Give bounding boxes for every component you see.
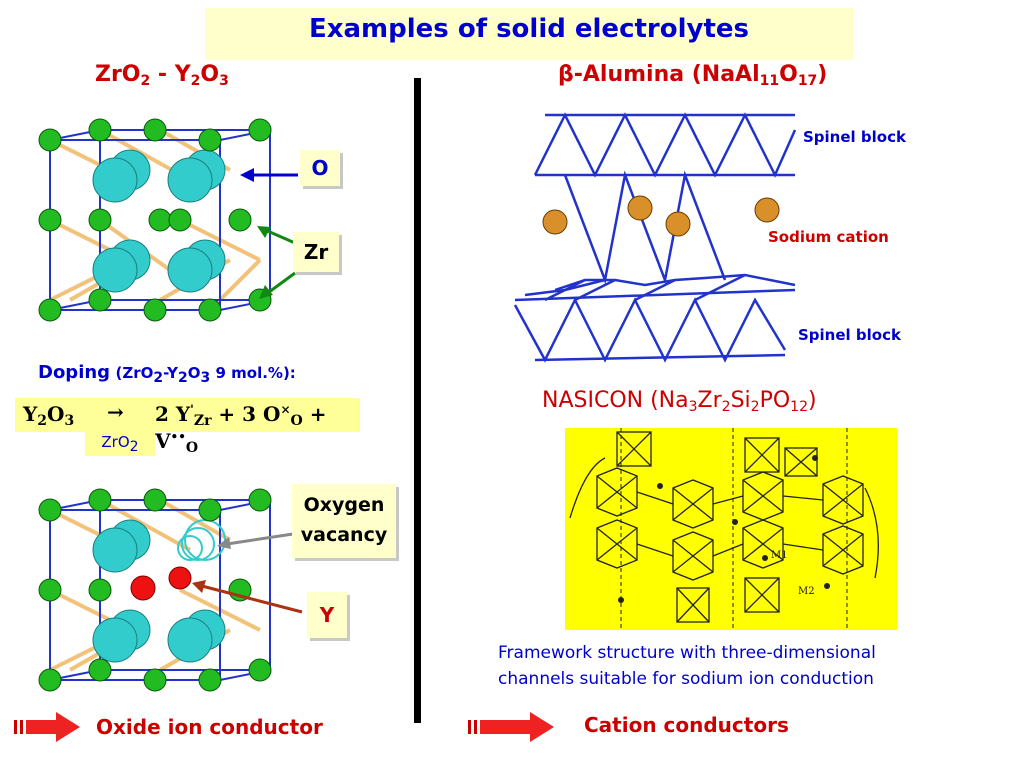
right-footer-text: Cation conductors (584, 713, 789, 737)
left-heading: ZrO2 - Y2O3 (95, 62, 229, 89)
nasicon-framework-diagram: M1 M2 (565, 428, 897, 630)
vacancy-pointer-arrow (217, 532, 294, 549)
nasicon-label-m1: M1 (771, 550, 788, 561)
right-heading: β-Alumina (NaAl11O17) (558, 62, 828, 89)
nasicon-caption: Framework structure with three-dimension… (498, 643, 876, 689)
label-spinel-block-top: Spinel block (803, 128, 906, 146)
doped-crystal-diagram (38, 488, 272, 692)
page-title: Examples of solid electrolytes (308, 14, 749, 44)
doping-line: Doping (ZrO2-Y2O3 9 mol.%): (38, 362, 296, 386)
oxygen-pointer-arrow (240, 168, 298, 182)
yttrium-pointer-arrow (192, 580, 303, 614)
zro2-crystal-diagram (38, 118, 272, 322)
zirconium-pointer-arrows (257, 226, 296, 299)
label-o: O (300, 150, 340, 186)
beta-alumina-diagram (513, 112, 797, 363)
left-footer-arrow-icon (14, 712, 80, 742)
label-zr: Zr (293, 232, 339, 272)
column-divider (414, 78, 421, 723)
label-spinel-block-bottom: Spinel block (798, 326, 901, 344)
left-footer-text: Oxide ion conductor (96, 715, 323, 739)
title-background (205, 8, 853, 60)
nasicon-heading: NASICON (Na3Zr2Si2PO12) (542, 388, 817, 415)
nasicon-label-m2: M2 (798, 586, 815, 597)
label-y: Y (307, 592, 347, 638)
right-footer-arrow-icon (468, 712, 554, 742)
label-sodium-cation: Sodium cation (768, 228, 889, 246)
doping-equation: Y2O3 → 2 Y'Zr + 3 O×O + V••O (15, 398, 360, 456)
zro2-label: ZrO2 (85, 428, 155, 456)
